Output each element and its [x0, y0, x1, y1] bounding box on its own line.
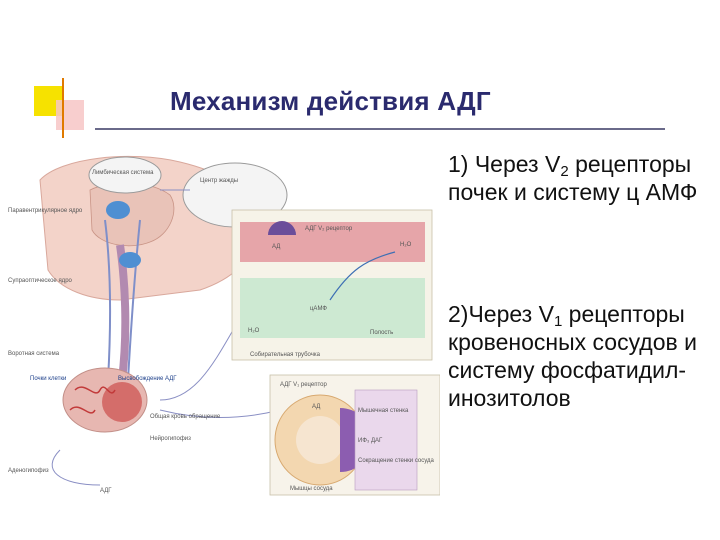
label-supraoptic: Супраоптическое ядро	[8, 278, 73, 284]
label-adh-bottom: АДГ	[100, 488, 112, 494]
smooth-muscle-box	[354, 389, 418, 491]
label-collecting-duct: Собирательная трубочка	[250, 352, 321, 358]
label-adh-release: Высвобождение АДГ	[118, 376, 177, 382]
bullet-1-subscript: 2	[560, 163, 569, 180]
label-paraventricular: Паравентрикулярное ядро	[8, 208, 83, 214]
label-water-top: H₂O	[400, 242, 412, 248]
bullet-1-prefix: 1) Через V	[448, 151, 561, 177]
limbic-bubble	[88, 156, 162, 194]
title-divider	[95, 128, 665, 130]
label-neurohypophysis: Нейрогипофиз	[150, 435, 191, 442]
bullet-2-subscript: 1	[553, 313, 563, 330]
label-adenohypophysis: Аденогипофиз	[8, 468, 49, 474]
slide-title: Механизм действия АДГ	[170, 86, 491, 116]
tubule-band	[240, 278, 425, 338]
supraoptic-nucleus	[119, 252, 141, 268]
arrow-path	[159, 409, 281, 418]
label-ad-v2: АД	[272, 244, 280, 250]
bullet-v1-receptors: 2)Через V1 рецепторы кровеносных сосудов…	[448, 300, 713, 412]
arrow-path	[51, 449, 101, 486]
adh-mechanism-diagram: Лимбическая система Центр жажды Паравент…	[8, 155, 440, 496]
label-circulation: Общая кровь обращение	[150, 414, 221, 420]
label-portal: Воротная система	[8, 351, 60, 357]
label-vessel-contraction: Сокращение стенки сосуда	[358, 458, 435, 464]
label-camp: цАМФ	[310, 306, 327, 312]
label-kidney-cells: Почки клетки	[30, 376, 66, 382]
bullet-1-text: рецепторы почек и систему ц АМФ	[448, 151, 698, 205]
capillary-plexus	[69, 386, 116, 414]
bullet-2-text: рецепторы кровеносных сосудов и систему …	[448, 301, 697, 411]
decor-square-pink	[56, 100, 84, 130]
posterior-pituitary	[102, 382, 142, 422]
label-ad-v1: АД	[312, 404, 320, 410]
label-adh-receptor-v2: АДГ V₂ рецептор	[305, 226, 353, 232]
label-water-bottom: H₂O	[248, 328, 260, 334]
v2-receptor-shape	[268, 221, 296, 235]
label-thirst: Центр жажды	[200, 178, 238, 184]
bullet-v2-receptors: 1) Через V2 рецепторы почек и систему ц …	[448, 150, 713, 206]
neuron-fibers	[104, 219, 141, 381]
decor-vertical-line	[62, 78, 64, 138]
paraventricular-nucleus	[106, 201, 130, 219]
water-arrow	[329, 251, 396, 301]
label-ip3-dag: ИФ₃ ДАГ	[358, 438, 383, 444]
label-cavity: Полость	[370, 330, 393, 336]
label-smooth-muscle: Мышцы сосуда	[290, 486, 333, 492]
label-vessel-wall: Мышечная стенка	[358, 408, 409, 414]
vessel-lumen	[296, 416, 344, 464]
label-adh-receptor-v1: АДГ V₁ рецептор	[280, 382, 328, 388]
bullet-2-prefix: 2)Через V	[448, 301, 554, 327]
label-limbic: Лимбическая система	[92, 170, 154, 176]
